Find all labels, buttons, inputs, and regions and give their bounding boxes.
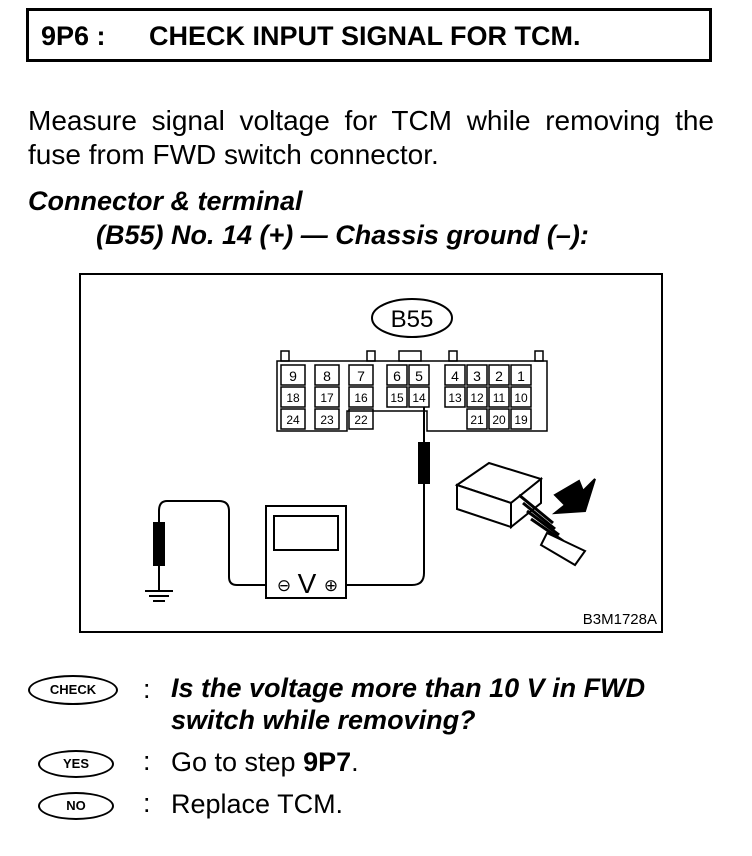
terminal-label: 24 <box>286 413 300 427</box>
terminal-label: 4 <box>451 368 459 384</box>
terminal-label: 21 <box>470 413 484 427</box>
connector-b55 <box>276 350 548 432</box>
yes-suffix: . <box>351 747 359 777</box>
terminal-label: 23 <box>320 413 334 427</box>
step-header: 9P6 : CHECK INPUT SIGNAL FOR TCM. <box>26 8 712 62</box>
no-colon: : <box>143 788 151 818</box>
voltmeter: ⊖ V ⊕ <box>265 505 347 599</box>
terminal-label: 12 <box>470 391 484 405</box>
step-title: CHECK INPUT SIGNAL FOR TCM. <box>149 21 581 51</box>
yes-badge: YES <box>38 750 114 778</box>
check-question: Is the voltage more than 10 V in FWD swi… <box>171 673 646 735</box>
yes-colon: : <box>143 746 151 776</box>
plus-terminal-icon: ⊕ <box>324 576 338 596</box>
terminal-label: 5 <box>415 368 423 384</box>
connector-spec: (B55) No. 14 (+) — Chassis ground (–): <box>96 220 589 250</box>
step-code: 9P6 : <box>41 21 106 51</box>
terminal-label: 3 <box>473 368 481 384</box>
terminal-label: 19 <box>514 413 528 427</box>
yes-step-link[interactable]: 9P7 <box>303 747 352 777</box>
no-row: NO : Replace TCM. <box>28 788 728 824</box>
terminal-label: 10 <box>514 391 528 405</box>
terminal-label: 7 <box>357 368 365 384</box>
diagram-frame <box>79 273 663 633</box>
voltage-symbol: V <box>298 568 317 599</box>
yes-text: Go to step <box>171 747 304 777</box>
terminal-label: 6 <box>393 368 401 384</box>
check-row: CHECK : Is the voltage more than 10 V in… <box>28 672 728 742</box>
yes-row: YES : Go to step 9P7. <box>28 746 728 782</box>
terminal-label: 17 <box>320 391 334 405</box>
terminal-label: 1 <box>517 368 525 384</box>
connector-id-label: B55 <box>391 306 434 333</box>
terminal-label: 18 <box>286 391 300 405</box>
terminal-numbers: 18 17 16 15 14 13 12 11 10 24 23 22 21 2… <box>286 391 528 427</box>
check-badge: CHECK <box>28 675 118 705</box>
terminal-label: 16 <box>354 391 368 405</box>
terminal-label: 22 <box>354 413 368 427</box>
instruction-text: Measure signal voltage for TCM while rem… <box>28 105 714 170</box>
yes-action: Go to step 9P7. <box>171 746 359 778</box>
figure-id: B3M1728A <box>583 611 657 628</box>
terminal-label: 8 <box>323 368 331 384</box>
terminal-label: 11 <box>493 391 506 405</box>
check-colon: : <box>143 674 151 704</box>
terminal-label: 9 <box>289 368 297 384</box>
negative-probe <box>145 500 270 602</box>
terminal-label: 13 <box>448 391 462 405</box>
no-text: Replace TCM. <box>171 789 344 819</box>
terminal-label: 15 <box>390 391 404 405</box>
terminal-numbers: 9 8 7 6 5 4 3 2 1 <box>289 368 525 384</box>
wiring-diagram: B55 9 8 7 6 5 4 3 2 1 18 17 16 15 14 <box>79 273 663 633</box>
fwd-switch-connector-illustration <box>454 461 596 567</box>
connector-id-oval <box>371 298 453 338</box>
terminal-label: 2 <box>495 368 503 384</box>
connector-heading: Connector & terminal <box>28 186 303 216</box>
minus-terminal-icon: ⊖ <box>277 576 291 596</box>
no-badge: NO <box>38 792 114 820</box>
terminal-label: 20 <box>492 413 506 427</box>
positive-probe <box>342 407 430 586</box>
terminal-label: 14 <box>412 391 426 405</box>
